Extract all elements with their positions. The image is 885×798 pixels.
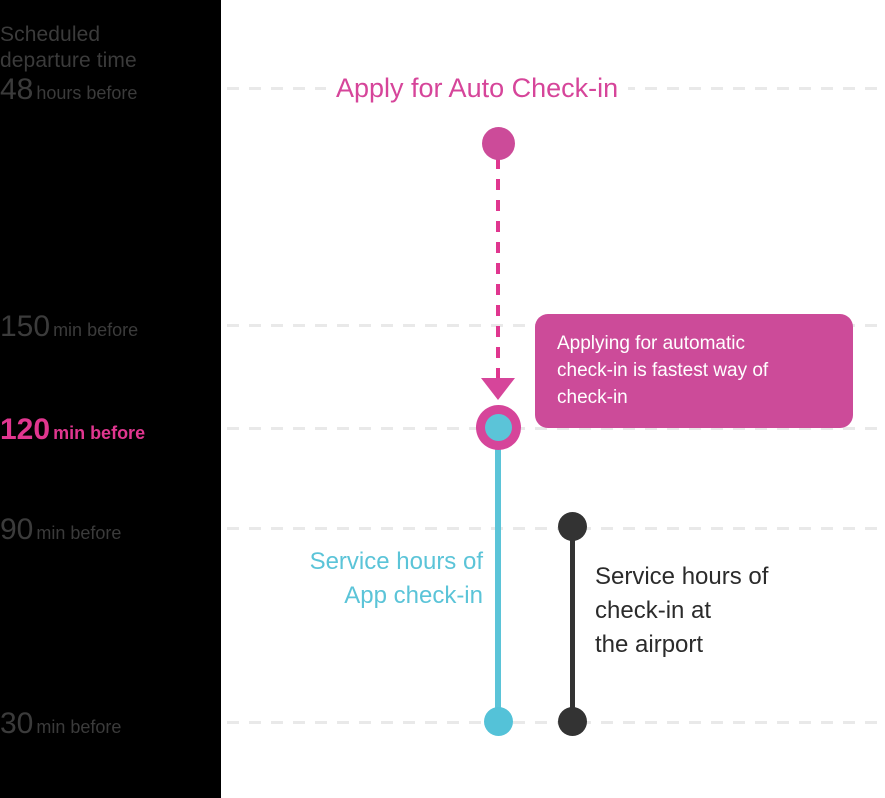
axis-tick-48-hours-value: 48 [0, 73, 34, 106]
axis-heading: Scheduled departure time [0, 22, 205, 74]
gridline-30-min [227, 721, 885, 724]
axis-tick-150-min-unit: min before [53, 320, 139, 340]
auto-checkin-start-dot [482, 127, 515, 160]
airport-checkin-label-line-1: Service hours of [595, 563, 769, 590]
app-checkin-label-line-1: Service hours of [309, 548, 483, 575]
callout-line-3: check-in [557, 387, 628, 408]
app-checkin-label: Service hours of App check-in [221, 545, 483, 613]
app-checkin-bar [495, 427, 501, 722]
app-checkin-end-dot [484, 707, 513, 736]
gridline-90-min [227, 527, 885, 530]
airport-checkin-label: Service hours of check-in at the airport [595, 560, 845, 662]
axis-tick-90-min-value: 90 [0, 513, 34, 546]
airport-checkin-bar [570, 527, 575, 722]
ring-core-icon [485, 414, 512, 441]
timeline-plot-area: Apply for Auto Check-in Applying for aut… [221, 0, 885, 798]
airport-checkin-label-line-3: the airport [595, 631, 704, 658]
auto-checkin-title: Apply for Auto Check-in [326, 75, 629, 102]
axis-tick-30-min-unit: min before [36, 717, 122, 737]
callout-line-2: check-in is fastest way of [557, 360, 769, 381]
axis-heading-line-2: departure time [0, 49, 137, 72]
airport-checkin-start-dot [558, 512, 587, 541]
axis-heading-line-1: Scheduled [0, 23, 101, 46]
auto-checkin-dashed-line [496, 158, 500, 380]
callout-line-1: Applying for automatic [557, 333, 745, 354]
app-checkin-label-line-2: App check-in [344, 582, 483, 609]
airport-checkin-end-dot [558, 707, 587, 736]
axis-tick-150-min-value: 150 [0, 310, 51, 343]
gridline-120-min [227, 427, 885, 430]
axis-tick-120-min-value: 120 [0, 413, 51, 446]
app-checkin-start-ring-marker [476, 405, 521, 450]
axis-tick-120-min-unit: min before [53, 423, 146, 443]
airport-checkin-label-line-2: check-in at [595, 597, 712, 624]
auto-checkin-callout: Applying for automatic check-in is faste… [535, 314, 853, 428]
auto-checkin-arrow-icon [481, 378, 515, 400]
axis-tick-30-min-value: 30 [0, 707, 34, 740]
axis-tick-48-hours-unit: hours before [36, 83, 138, 103]
axis-tick-90-min-unit: min before [36, 523, 122, 543]
